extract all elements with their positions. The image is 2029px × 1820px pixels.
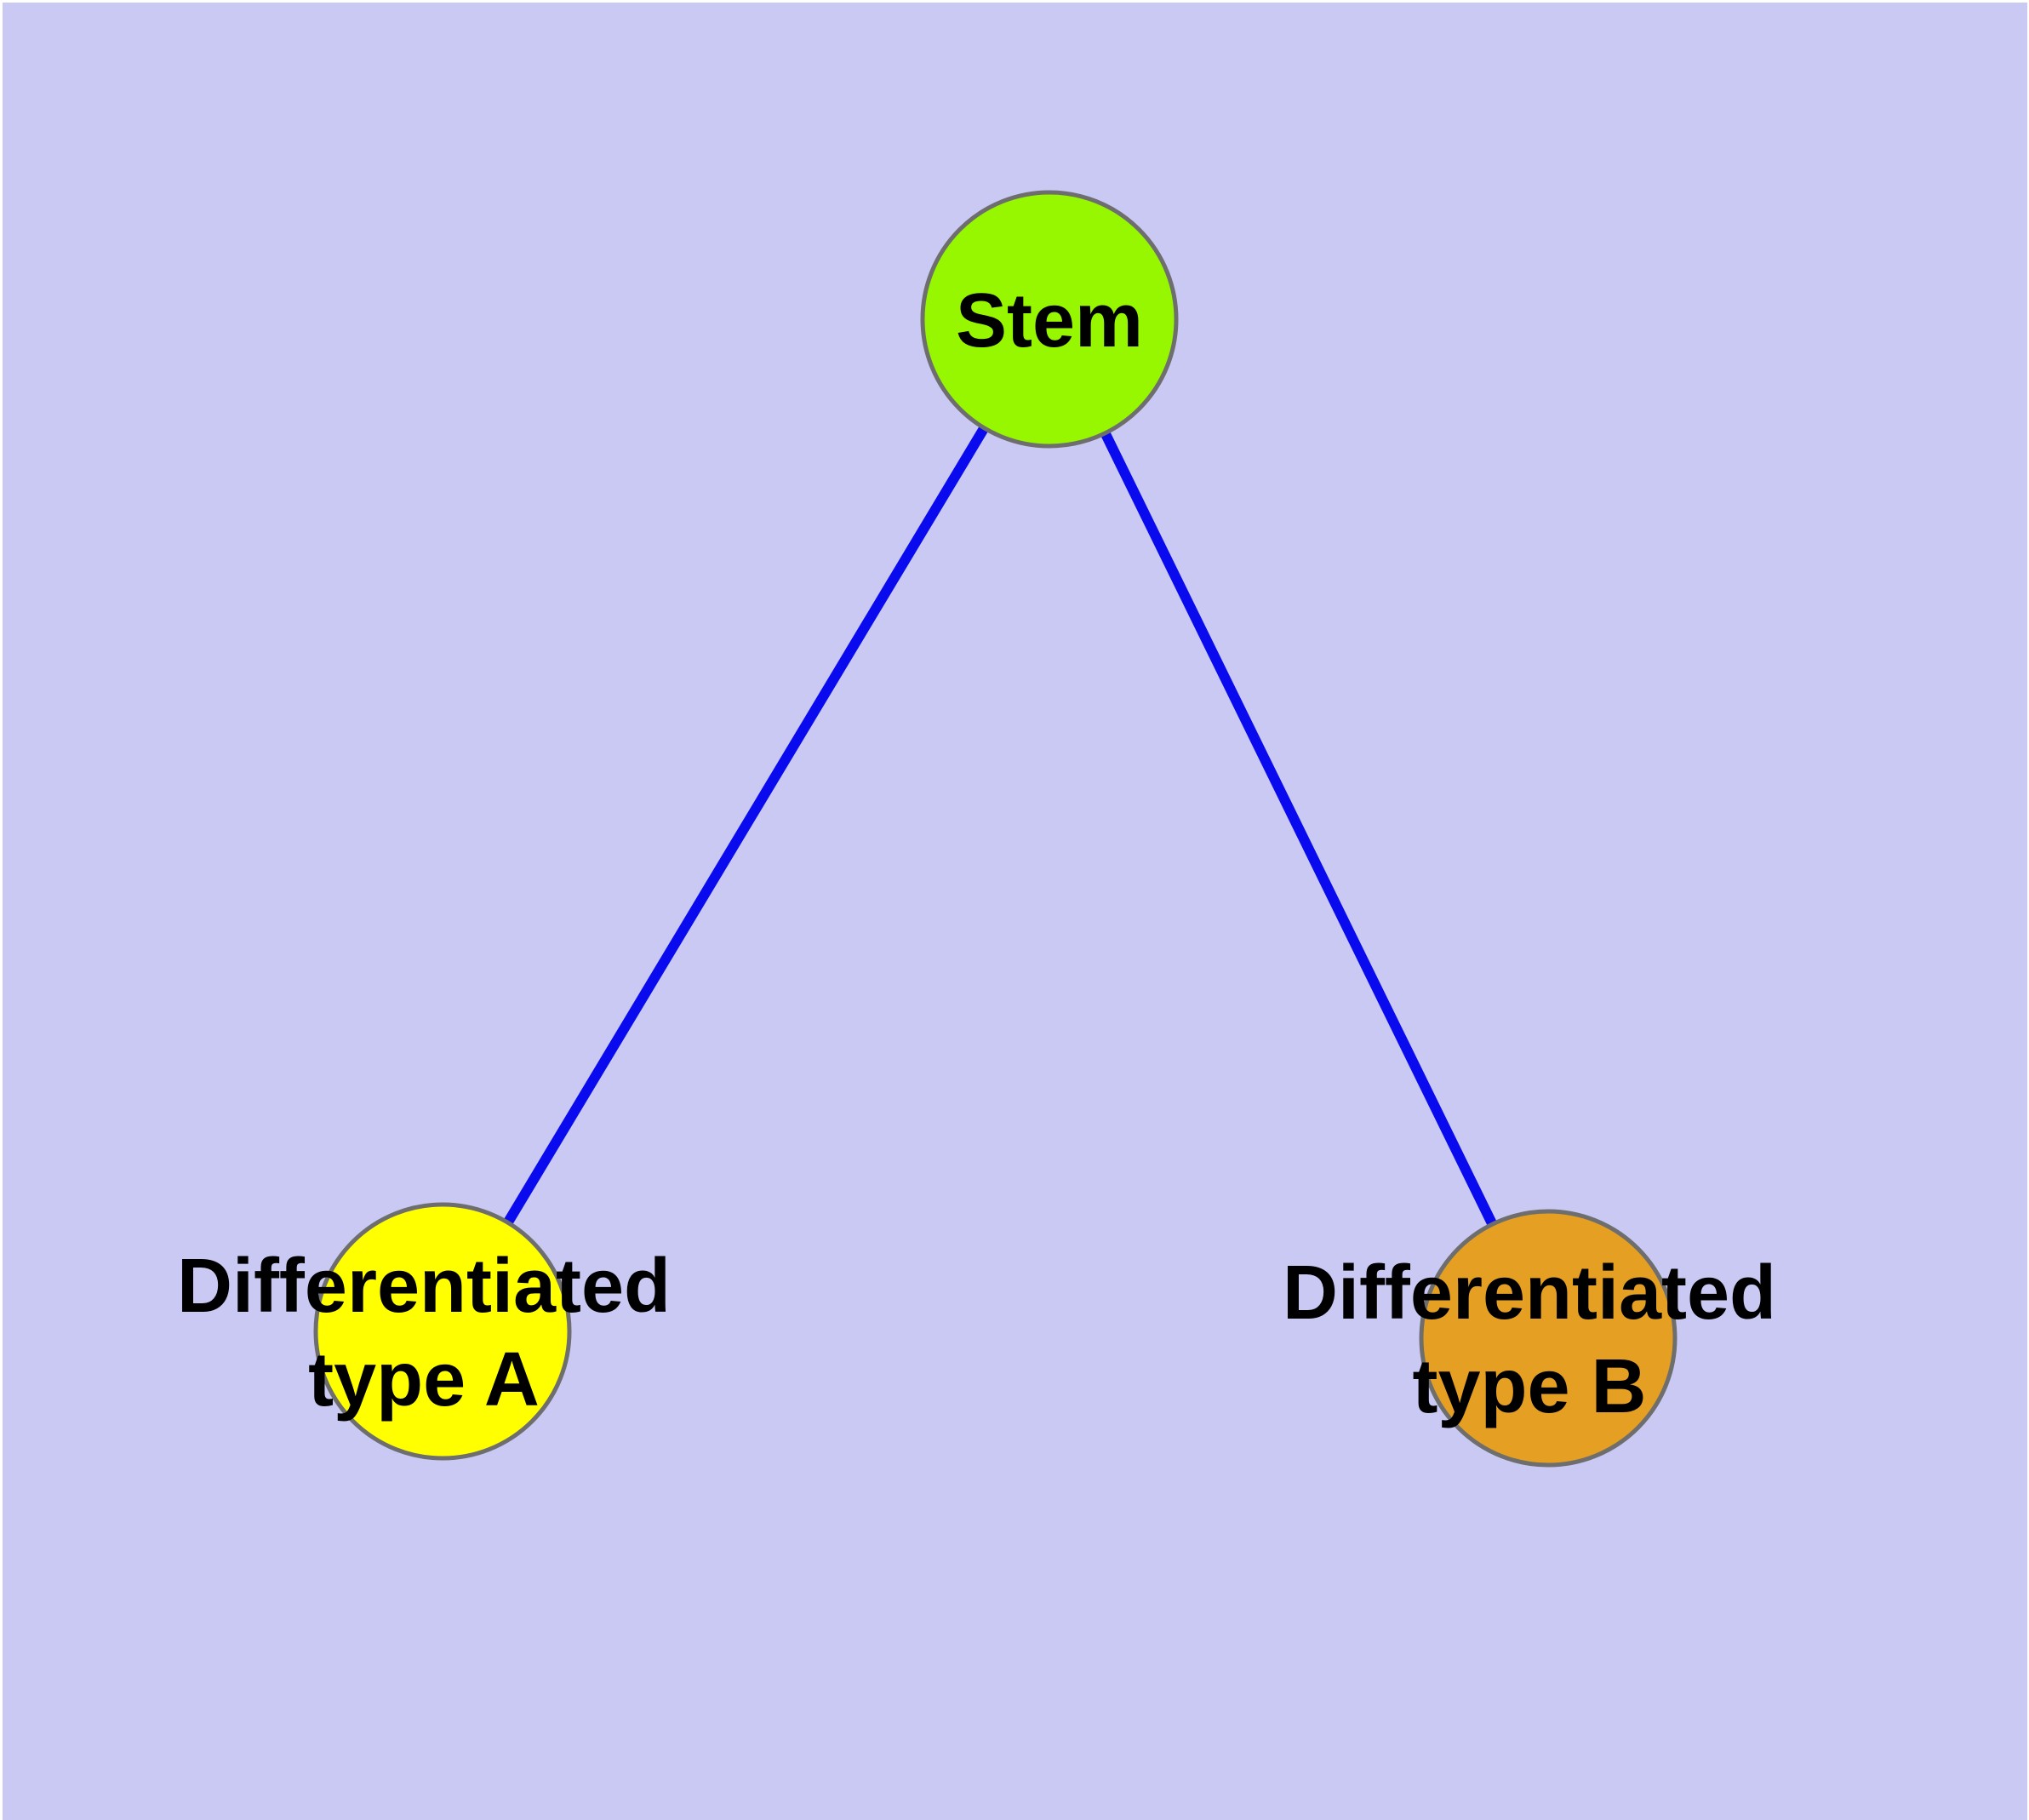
edge-stem-to-type-a (437, 316, 1055, 1335)
node-differentiated-type-b-label-line-2: type B (1412, 1344, 1646, 1429)
node-differentiated-type-a-label-line-1: Differentiated (177, 1244, 671, 1329)
node-stem (920, 190, 1179, 449)
edge-stem-to-type-b (1044, 317, 1553, 1341)
node-differentiated-type-b (1419, 1209, 1677, 1468)
node-differentiated-type-b-label-line-1: Differentiated (1283, 1251, 1776, 1336)
node-differentiated-type-a-label-line-2: type A (308, 1337, 540, 1422)
node-stem-label-line-1: Stem (956, 278, 1143, 363)
node-differentiated-type-a (313, 1202, 572, 1461)
